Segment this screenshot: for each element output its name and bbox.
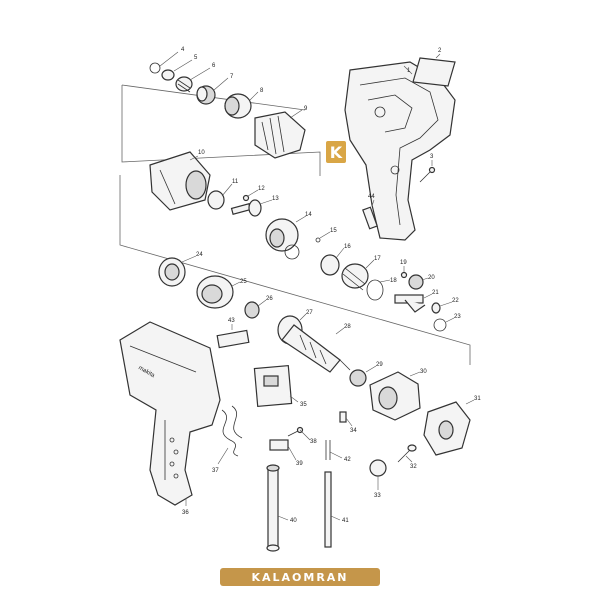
field-30 bbox=[369, 371, 421, 421]
label-p35: 35 bbox=[300, 402, 307, 408]
lead-wires-37 bbox=[221, 405, 243, 457]
label-p25: 25 bbox=[240, 279, 247, 285]
part-number-labels: 4 5 6 7 8 9 1 2 3 44 10 11 12 13 14 15 1… bbox=[159, 47, 481, 524]
label-p23: 23 bbox=[454, 314, 461, 320]
collar-33 bbox=[369, 459, 387, 477]
gear-25 bbox=[196, 275, 234, 309]
label-p29: 29 bbox=[376, 362, 383, 368]
retaining-ring bbox=[149, 62, 161, 74]
label-p36: 36 bbox=[182, 510, 189, 516]
hammer-14 bbox=[265, 218, 299, 252]
label-p4: 4 bbox=[181, 47, 185, 53]
gear-housing bbox=[149, 151, 211, 211]
brand-logo-text: KALAOMRAN bbox=[251, 570, 349, 584]
label-p24: 24 bbox=[196, 252, 203, 258]
bearing-29 bbox=[349, 369, 367, 387]
label-p17: 17 bbox=[374, 256, 381, 262]
assembly-bracket-mid bbox=[119, 175, 471, 365]
pin-44 bbox=[362, 206, 378, 230]
label-p7: 7 bbox=[230, 74, 234, 80]
label-p11: 11 bbox=[232, 179, 239, 185]
ball-19 bbox=[400, 271, 408, 279]
clip-39 bbox=[269, 439, 289, 451]
label-p44: 44 bbox=[368, 194, 375, 200]
washer-15 bbox=[284, 244, 300, 260]
o-ring-23 bbox=[433, 318, 447, 332]
rod-41 bbox=[324, 471, 332, 548]
label-p10: 10 bbox=[198, 150, 205, 156]
sleeve-7 bbox=[196, 85, 216, 105]
ring-8 bbox=[224, 93, 252, 119]
label-p38: 38 bbox=[310, 439, 317, 445]
label-p41: 41 bbox=[342, 518, 349, 524]
housing-half-left bbox=[119, 321, 221, 506]
label-p43: 43 bbox=[228, 318, 235, 324]
label-p9: 9 bbox=[304, 106, 308, 112]
spring-6 bbox=[175, 76, 193, 93]
label-p27: 27 bbox=[306, 310, 313, 316]
screw-38 bbox=[287, 426, 304, 437]
label-p39: 39 bbox=[296, 461, 303, 467]
terminal-34 bbox=[339, 411, 347, 423]
label-p28: 28 bbox=[344, 324, 351, 330]
brush-holder-31 bbox=[423, 401, 471, 456]
rod-40 bbox=[266, 464, 280, 552]
washer-11 bbox=[207, 190, 225, 210]
magnet-43 bbox=[216, 329, 250, 349]
clip-42 bbox=[325, 440, 331, 460]
washer-18 bbox=[366, 279, 384, 301]
housing-screw bbox=[419, 166, 436, 183]
label-p6: 6 bbox=[212, 63, 216, 69]
bearing-20 bbox=[408, 274, 424, 290]
label-p18: 18 bbox=[390, 278, 397, 284]
label-p3: 3 bbox=[430, 154, 434, 160]
washer-22 bbox=[431, 302, 441, 314]
spindle-13 bbox=[230, 199, 262, 217]
label-p21: 21 bbox=[432, 290, 439, 296]
name-plate bbox=[412, 57, 456, 87]
cap-9 bbox=[254, 111, 306, 159]
label-p22: 22 bbox=[452, 298, 459, 304]
label-p8: 8 bbox=[260, 88, 264, 94]
label-p31: 31 bbox=[474, 396, 481, 402]
brand-logo: KALAOMRAN bbox=[220, 568, 380, 586]
label-p14: 14 bbox=[305, 212, 312, 218]
assembly-bracket-top bbox=[121, 85, 321, 176]
label-p26: 26 bbox=[266, 296, 273, 302]
label-p32: 32 bbox=[410, 464, 417, 470]
label-p30: 30 bbox=[420, 369, 427, 375]
label-p12: 12 bbox=[258, 186, 265, 192]
washer-16 bbox=[320, 254, 340, 276]
spring-5 bbox=[161, 69, 175, 81]
label-p5: 5 bbox=[194, 55, 198, 61]
label-p15: 15 bbox=[330, 228, 337, 234]
label-p34: 34 bbox=[350, 428, 357, 434]
screw-32 bbox=[397, 444, 417, 463]
ball-12 bbox=[242, 194, 250, 202]
spring-17 bbox=[341, 263, 369, 291]
label-p13: 13 bbox=[272, 196, 279, 202]
ring-nut-24 bbox=[158, 257, 186, 287]
label-p42: 42 bbox=[344, 457, 351, 463]
bearing-26 bbox=[244, 301, 260, 319]
housing-half-right bbox=[344, 61, 456, 241]
ball-15 bbox=[315, 237, 321, 243]
label-p1: 1 bbox=[407, 68, 411, 74]
label-p37: 37 bbox=[212, 468, 219, 474]
brand-mark: K bbox=[326, 141, 346, 163]
label-p19: 19 bbox=[400, 260, 407, 266]
switch-35 bbox=[253, 364, 293, 408]
anvil-21 bbox=[394, 294, 426, 313]
armature bbox=[277, 315, 351, 373]
label-p33: 33 bbox=[374, 493, 381, 499]
label-p16: 16 bbox=[344, 244, 351, 250]
label-p2: 2 bbox=[438, 48, 442, 54]
label-p40: 40 bbox=[290, 518, 297, 524]
label-p20: 20 bbox=[428, 275, 435, 281]
brand-mark-text: K bbox=[329, 142, 343, 162]
